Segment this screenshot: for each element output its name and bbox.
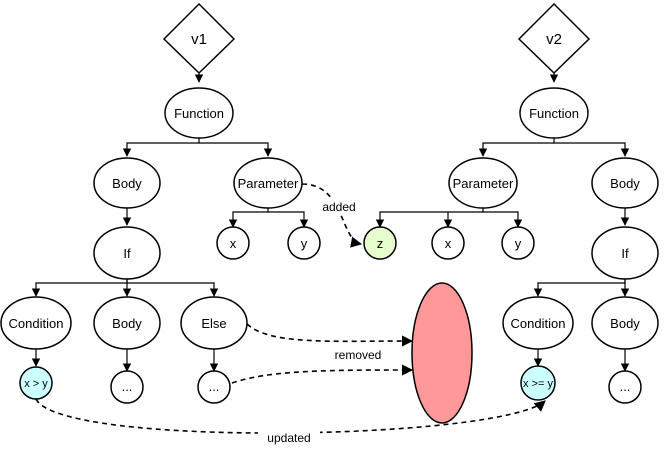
v2-version-label: v2 (546, 31, 562, 48)
edge-function-to-parameter (478, 138, 555, 157)
v1-param-y-node: y (287, 226, 321, 260)
edge-if-to-condition (533, 279, 626, 297)
v1-param-x-label: x (230, 236, 237, 251)
v2-version-diamond: v2 (517, 2, 591, 75)
updated-label-bg (258, 429, 320, 446)
added-label: added (322, 200, 355, 214)
v2-edges (375, 67, 630, 372)
v2-cond-expr-circle (520, 365, 556, 401)
v2-param-z-label: z (377, 236, 384, 251)
v1-version-diamond: v1 (162, 2, 236, 75)
edge-parameter-to-y (483, 211, 523, 228)
removed-label-bg (329, 346, 387, 363)
v1-body-ellipsis-label: ... (122, 379, 133, 394)
v1-function-node: Function (164, 87, 234, 139)
updated-label: updated (267, 431, 310, 445)
removed-label: removed (335, 348, 382, 362)
v2-parameter-label: Parameter (453, 176, 514, 191)
v2-if-label: If (621, 246, 629, 261)
removed-sink-ellipse (411, 282, 473, 424)
edge-function-to-body (554, 142, 630, 157)
v1-cond-expr-label: x > y (24, 378, 48, 390)
v1-if-body-node: Body (93, 296, 161, 350)
v2-if-body-node: Body (591, 296, 659, 350)
edge-if-to-condition (31, 279, 128, 297)
v1-param-x-node: x (216, 226, 250, 260)
edge-if-to-else (127, 282, 219, 297)
v1-version-label: v1 (191, 31, 207, 48)
v2-if-body-label: Body (610, 316, 640, 331)
removed-connector-else (246, 323, 414, 347)
edge-parameter-to-x (228, 208, 269, 228)
added-connector (301, 183, 363, 248)
v2-param-x-node: x (431, 226, 465, 260)
v2-param-z-node: z (363, 226, 397, 260)
v2-cond-expr-label: x >= y (523, 378, 553, 390)
v2-parameter-node: Parameter (448, 157, 518, 209)
v1-else-ellipsis-node: ... (197, 370, 231, 404)
v2-param-y-node: y (501, 226, 535, 260)
v1-if-node: If (93, 226, 161, 280)
v1-body-node: Body (93, 157, 161, 209)
v1-condition-node: Condition (0, 296, 72, 350)
edge-function-to-body (122, 138, 200, 157)
v2-function-label: Function (529, 106, 579, 121)
v1-if-label: If (123, 246, 131, 261)
v1-function-label: Function (174, 106, 224, 121)
v2-if-node: If (591, 226, 659, 280)
v2-condition-label: Condition (511, 316, 566, 331)
v1-else-node: Else (180, 296, 248, 350)
added-label-bg (316, 198, 362, 215)
updated-connector (35, 398, 546, 434)
v2-cond-expr-node: x >= y (520, 365, 556, 401)
edge-parameter-to-z (375, 208, 484, 228)
v1-param-y-label: y (301, 236, 308, 251)
edge-function-to-parameter (199, 142, 273, 157)
v2-param-z-circle (363, 226, 397, 260)
v1-if-body-label: Body (112, 316, 142, 331)
v2-param-y-label: y (515, 236, 522, 251)
v2-tree: v2 Function Parameter Body z x y If (363, 2, 659, 404)
v2-condition-node: Condition (502, 296, 574, 350)
v2-body-ellipsis-node: ... (608, 370, 642, 404)
v2-body-ellipsis-label: ... (620, 379, 631, 394)
v1-else-ellipsis-label: ... (209, 379, 220, 394)
edge-parameter-to-y (268, 211, 309, 228)
v1-tree: v1 Function Body Parameter x y If Condi (0, 2, 321, 404)
v1-body-ellipsis-node: ... (110, 370, 144, 404)
v1-cond-expr-node: x > y (19, 366, 53, 400)
diff-edges: added removed updated (35, 183, 546, 446)
v1-parameter-node: Parameter (233, 157, 303, 209)
v2-body-label: Body (610, 176, 640, 191)
v1-condition-label: Condition (9, 316, 64, 331)
v2-param-x-label: x (445, 236, 452, 251)
v1-body-label: Body (112, 176, 142, 191)
v1-edges (31, 67, 309, 372)
v2-body-node: Body (591, 157, 659, 209)
v2-function-node: Function (519, 87, 589, 139)
removed-connector-ellipsis (231, 364, 414, 384)
v1-else-label: Else (201, 316, 226, 331)
v1-parameter-label: Parameter (238, 176, 299, 191)
v1-cond-expr-circle (19, 366, 53, 400)
